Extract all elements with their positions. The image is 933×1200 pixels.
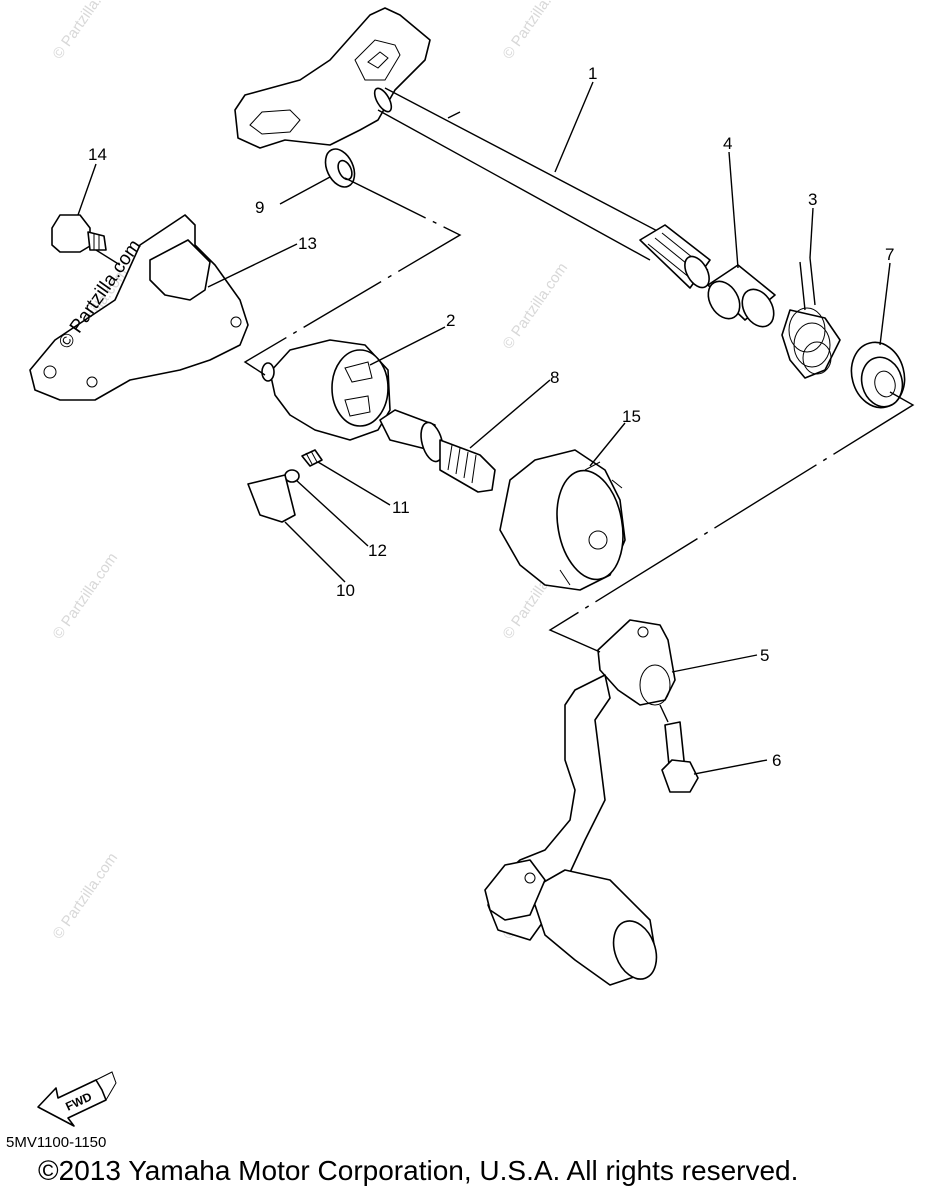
copyright-text: ©2013 Yamaha Motor Corporation, U.S.A. A… — [38, 1155, 799, 1186]
part-3-spring — [781, 257, 841, 379]
part-6-bolt — [661, 721, 699, 793]
callout-12: 12 — [368, 541, 387, 560]
part-5-shift-pedal — [484, 619, 676, 986]
watermark-text: © Partzilla.com — [499, 260, 571, 353]
callout-7: 7 — [885, 245, 894, 264]
part-4-collar — [707, 264, 776, 328]
watermark-text: © Partzilla.com — [49, 550, 121, 643]
callout-9: 9 — [255, 198, 264, 217]
callout-11: 11 — [392, 498, 410, 517]
part-15-cam — [499, 449, 626, 591]
part-14-bolt — [51, 214, 107, 253]
part-9-washer — [324, 148, 356, 188]
fwd-arrow-icon: FWD — [37, 1071, 117, 1127]
callouts: 1 2 3 4 5 6 7 8 9 10 11 12 13 14 15 — [88, 64, 894, 770]
callout-10: 10 — [336, 581, 355, 600]
part-2-segment — [261, 339, 391, 441]
callout-2: 2 — [446, 311, 455, 330]
callout-4: 4 — [723, 134, 732, 153]
part-11-spring — [301, 449, 323, 467]
part-8-bolt — [379, 409, 496, 493]
callout-leaders — [77, 81, 891, 775]
callout-3: 3 — [808, 190, 817, 209]
part-10-pad — [247, 474, 296, 523]
callout-6: 6 — [772, 751, 781, 770]
watermark-text: © Partzilla.com — [499, 0, 571, 62]
callout-1: 1 — [588, 64, 597, 83]
callout-8: 8 — [550, 368, 559, 387]
callout-13: 13 — [298, 234, 317, 253]
diagram-code: 5MV1100-1150 — [6, 1134, 107, 1151]
watermark-text: © Partzilla.com — [49, 0, 121, 62]
part-7-oil-seal — [850, 341, 906, 409]
callout-15: 15 — [622, 407, 641, 426]
assembly-lines — [95, 177, 915, 723]
watermark-text: © Partzilla.com — [49, 850, 121, 943]
callout-5: 5 — [760, 646, 769, 665]
callout-14: 14 — [88, 145, 107, 164]
part-1-shift-shaft — [234, 7, 711, 289]
